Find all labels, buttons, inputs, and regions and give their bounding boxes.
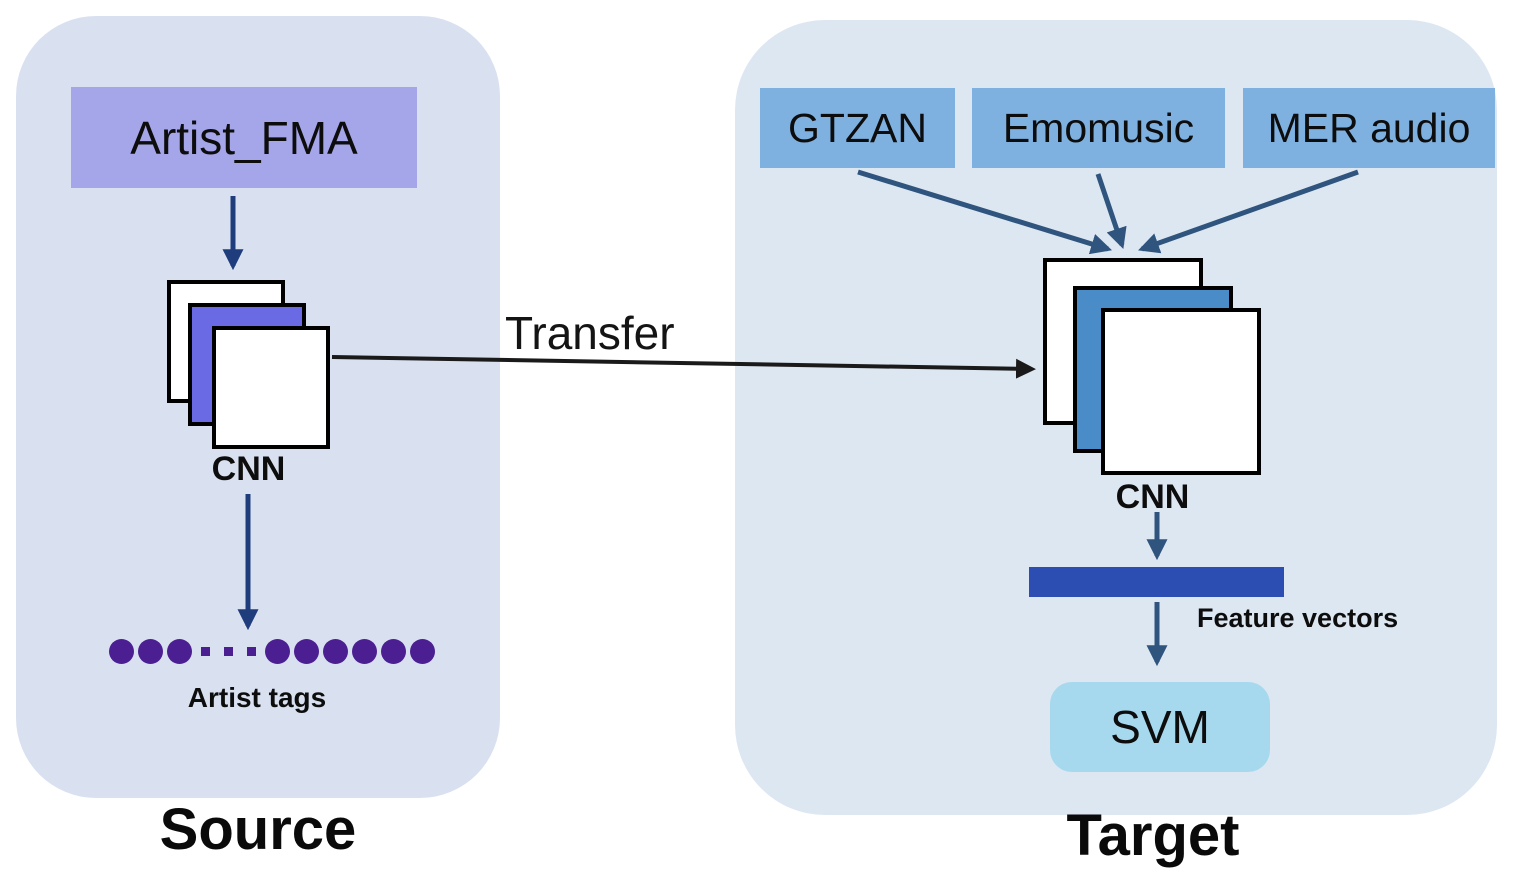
- feature-vectors-label: Feature vectors: [1197, 603, 1399, 633]
- tag-dot: [323, 638, 348, 664]
- target-dataset-box-emomusic: Emomusic: [972, 88, 1225, 168]
- tag-dot: [381, 638, 406, 664]
- feature-vector-bar: [1029, 567, 1284, 597]
- target-cnn-label: CNN: [1115, 478, 1190, 516]
- tag-dot: [167, 638, 192, 664]
- target-caption: Target: [1066, 803, 1240, 868]
- ellipsis-dot: [224, 646, 233, 656]
- ellipsis-dot: [201, 646, 210, 656]
- tag-dot: [294, 638, 319, 664]
- tag-dot: [410, 638, 435, 664]
- target-cnn-layer-front: [1101, 308, 1261, 475]
- source-cnn-layer-front: [212, 326, 330, 449]
- transfer-label: Transfer: [505, 307, 675, 359]
- target-dataset-box-gtzan: GTZAN: [760, 88, 955, 168]
- ellipsis-dot: [247, 646, 256, 656]
- artist-tags-dots: [109, 637, 435, 665]
- tag-dot: [138, 638, 163, 664]
- target-dataset-box-mer-audio: MER audio: [1243, 88, 1495, 168]
- source-cnn-label: CNN: [211, 450, 286, 488]
- tag-dot: [352, 638, 377, 664]
- svm-box: SVM: [1050, 682, 1270, 772]
- artist-tags-label: Artist tags: [187, 682, 327, 713]
- source-caption: Source: [159, 797, 357, 862]
- tag-dot: [109, 638, 134, 664]
- source-dataset-box: Artist_FMA: [71, 87, 417, 188]
- tag-dot: [265, 638, 290, 664]
